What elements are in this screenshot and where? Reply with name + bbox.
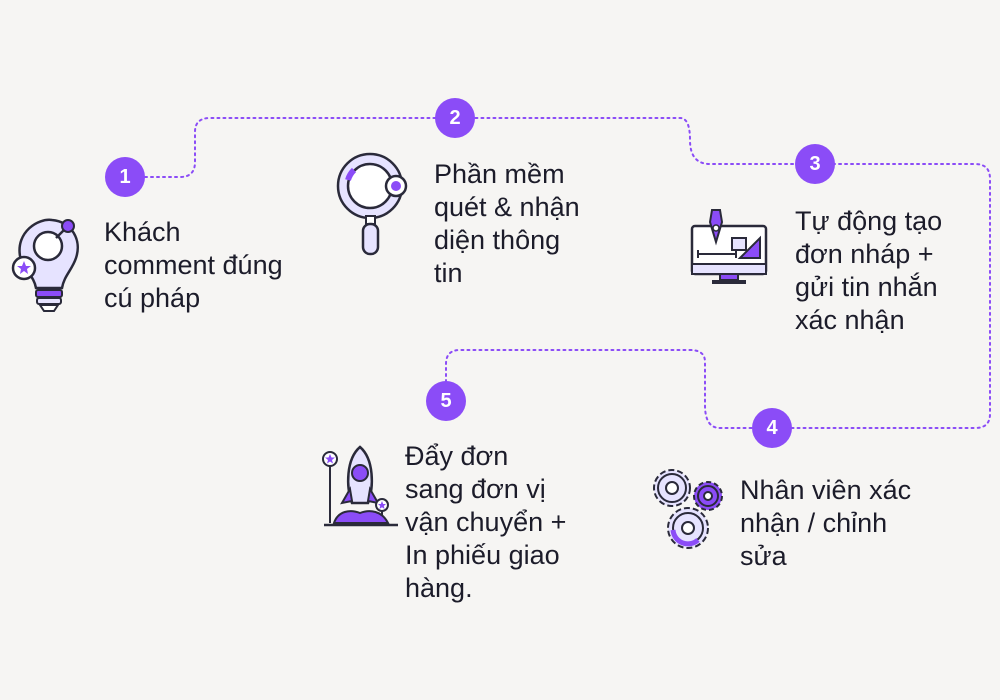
step-1-badge: 1 <box>105 157 145 197</box>
step-4-badge: 4 <box>752 408 792 448</box>
design-monitor-icon <box>690 209 768 284</box>
rocket-icon <box>322 445 398 527</box>
gears-icon <box>653 469 723 549</box>
step-5-badge: 5 <box>426 381 466 421</box>
connector-path <box>144 117 991 429</box>
step-4-label: Nhân viên xác nhận / chỉnh sửa <box>740 475 912 571</box>
lightbulb-icon <box>11 218 79 312</box>
step-2-label: Phần mềm quét & nhận diện thông tin <box>434 159 580 288</box>
step-2-badge: 2 <box>435 98 475 138</box>
step-1-label: Khách comment đúng cú pháp <box>104 217 283 313</box>
step-3-label: Tự động tạo đơn nháp + gửi tin nhắn xác … <box>795 206 943 335</box>
magnifier-icon <box>336 152 408 256</box>
step-5-label: Đẩy đơn sang đơn vị vận chuyển + In phiế… <box>405 441 567 603</box>
step-3-badge: 3 <box>795 144 835 184</box>
